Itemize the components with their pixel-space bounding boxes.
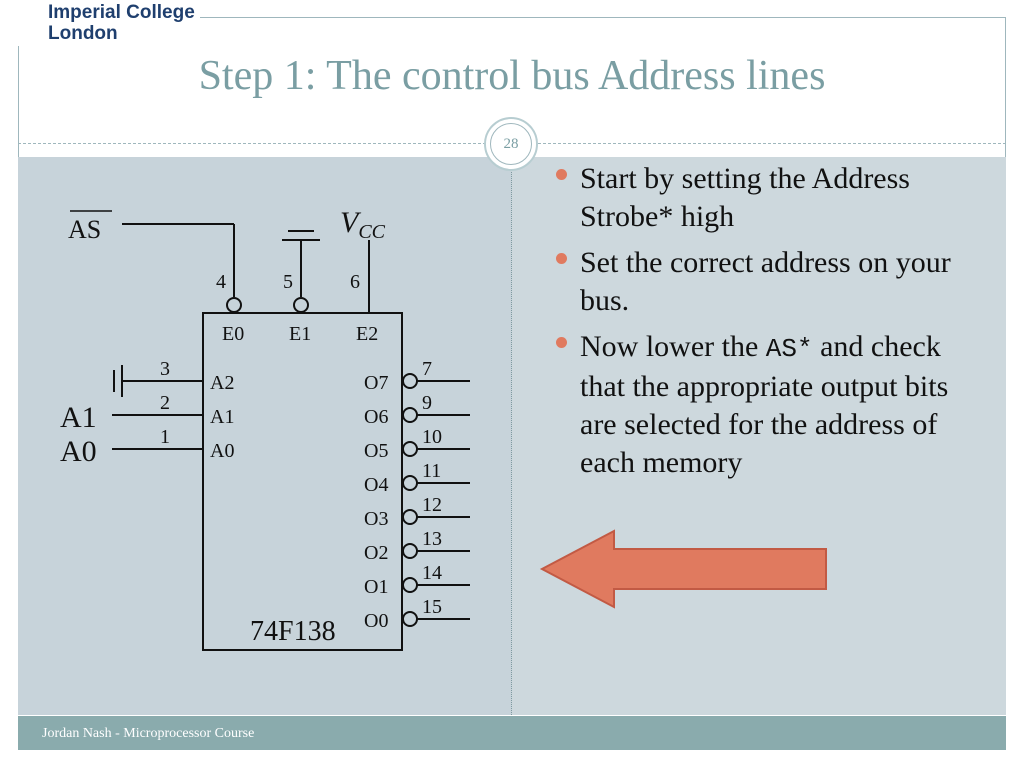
pin-label-e1: E1 — [289, 323, 311, 345]
bullet-text-pre: Now lower the — [580, 330, 766, 363]
pin-label-e0: E0 — [222, 323, 244, 345]
output-label: O0 — [364, 610, 388, 632]
pin-label-a2: A2 — [210, 372, 234, 394]
bullet-item: Now lower the AS* and check that the app… — [556, 328, 976, 482]
output-pin-number: 14 — [422, 562, 442, 584]
bullet-code-as: AS* — [765, 334, 813, 364]
output-pin-number: 12 — [422, 494, 442, 516]
footer-bar: Jordan Nash - Microprocessor Course — [18, 716, 1006, 750]
output-inversion-bubble — [402, 509, 418, 525]
pin-num-5: 5 — [283, 271, 293, 293]
output-label: O6 — [364, 406, 388, 428]
output-pins — [402, 373, 470, 627]
output-label: O5 — [364, 440, 388, 462]
left-arrow-icon — [539, 529, 827, 609]
bullet-list: Start by setting the Address Strobe* hig… — [556, 160, 976, 490]
frame-top-line — [200, 17, 1006, 18]
pin-label-a0: A0 — [210, 440, 234, 462]
e1-inversion-bubble — [293, 297, 309, 313]
output-pin-number: 15 — [422, 596, 442, 618]
external-a1-label: A1 — [60, 401, 97, 434]
vcc-label: VCC — [340, 206, 386, 243]
frame-left-line — [18, 46, 19, 157]
e0-inversion-bubble — [226, 297, 242, 313]
pin-num-2: 2 — [160, 392, 170, 414]
output-pin-number: 9 — [422, 392, 432, 414]
output-label: O2 — [364, 542, 388, 564]
pin-num-1: 1 — [160, 426, 170, 448]
output-pin-number: 10 — [422, 426, 442, 448]
bullet-text: Start by setting the Address Strobe* hig… — [580, 162, 910, 233]
output-inversion-bubble — [402, 441, 418, 457]
pin-num-4: 4 — [216, 271, 226, 293]
pin-label-a1: A1 — [210, 406, 234, 428]
bullet-item: Start by setting the Address Strobe* hig… — [556, 160, 976, 236]
footer-text: Jordan Nash - Microprocessor Course — [42, 726, 255, 741]
bullet-dot-icon — [556, 337, 567, 348]
output-inversion-bubble — [402, 543, 418, 559]
output-label: O4 — [364, 474, 388, 496]
bullet-text: Set the correct address on your bus. — [580, 246, 951, 317]
content-right-panel — [512, 157, 1006, 715]
as-label: AS — [68, 215, 101, 244]
bullet-dot-icon — [556, 169, 567, 180]
external-a0-label: A0 — [60, 435, 97, 468]
output-inversion-bubble — [402, 611, 418, 627]
output-label: O1 — [364, 576, 388, 598]
output-inversion-bubble — [402, 577, 418, 593]
content-left-panel — [18, 157, 512, 715]
chip-body — [202, 312, 403, 651]
output-inversion-bubble — [402, 407, 418, 423]
imperial-college-logo: Imperial College London — [48, 2, 195, 44]
output-label: O7 — [364, 372, 388, 394]
vcc-main: V — [340, 206, 362, 239]
output-label: O3 — [364, 508, 388, 530]
bullet-text-post: and check that the appropriate output bi… — [580, 330, 949, 479]
output-pin-number: 13 — [422, 528, 442, 550]
chip-name: 74F138 — [250, 616, 336, 647]
page-number-badge: 28 — [484, 117, 538, 171]
column-divider — [511, 157, 512, 715]
frame-right-line — [1005, 17, 1006, 157]
logo-line2: London — [48, 23, 118, 44]
bullet-item: Set the correct address on your bus. — [556, 244, 976, 320]
output-inversion-bubble — [402, 373, 418, 389]
slide-title: Step 1: The control bus Address lines — [198, 53, 826, 99]
pin-num-3: 3 — [160, 358, 170, 380]
pin-label-e2: E2 — [356, 323, 378, 345]
vcc-subscript: CC — [358, 221, 385, 243]
bullet-dot-icon — [556, 253, 567, 264]
output-inversion-bubble — [402, 475, 418, 491]
pin-num-6: 6 — [350, 271, 360, 293]
logo-line1: Imperial College — [48, 2, 195, 23]
output-pin-number: 7 — [422, 358, 432, 380]
output-pin-number: 11 — [422, 460, 441, 482]
page-number: 28 — [490, 123, 532, 165]
